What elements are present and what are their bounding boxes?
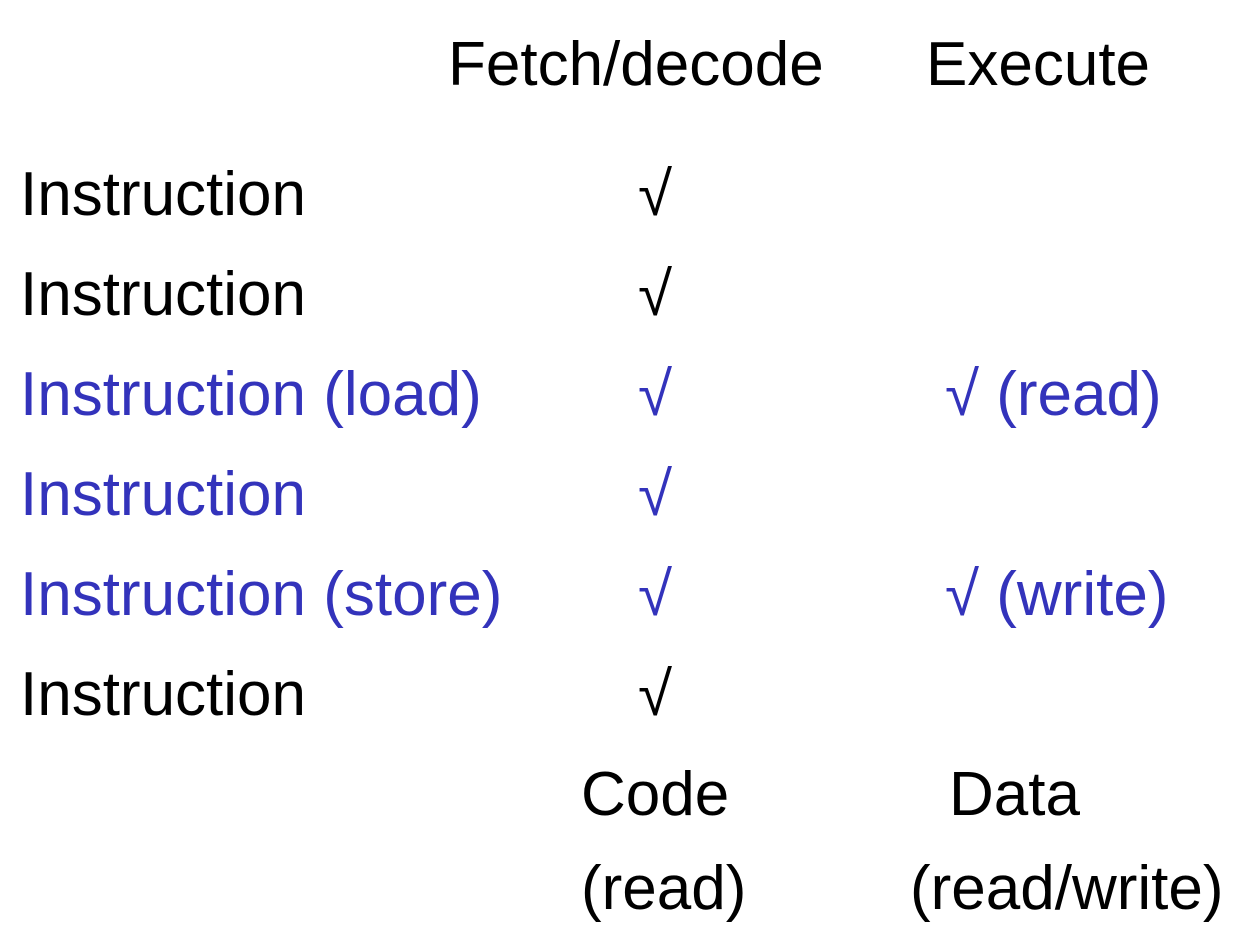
footer-code-label: Code xyxy=(581,760,730,829)
row-2-label: Instruction xyxy=(20,260,307,329)
row-3-label: Instruction (load) xyxy=(20,360,482,429)
footer-data-label: Data xyxy=(949,760,1080,829)
row-5-fetch-check: √ xyxy=(638,560,673,629)
header-execute: Execute xyxy=(926,30,1151,99)
row-5-label: Instruction (store) xyxy=(20,560,503,629)
header-fetch-decode: Fetch/decode xyxy=(448,30,824,99)
row-1-label: Instruction xyxy=(20,160,307,229)
row-3-fetch-check: √ xyxy=(638,360,673,429)
footer-code-access: (read) xyxy=(581,854,747,923)
row-4-fetch-check: √ xyxy=(638,460,673,529)
row-5-execute-check: √ (write) xyxy=(945,560,1169,629)
footer-data-access: (read/write) xyxy=(910,854,1224,923)
row-6-label: Instruction xyxy=(20,660,307,729)
row-1-fetch-check: √ xyxy=(638,160,673,229)
row-2-fetch-check: √ xyxy=(638,260,673,329)
row-6-fetch-check: √ xyxy=(638,660,673,729)
row-4-label: Instruction xyxy=(20,460,307,529)
row-3-execute-check: √ (read) xyxy=(945,360,1162,429)
